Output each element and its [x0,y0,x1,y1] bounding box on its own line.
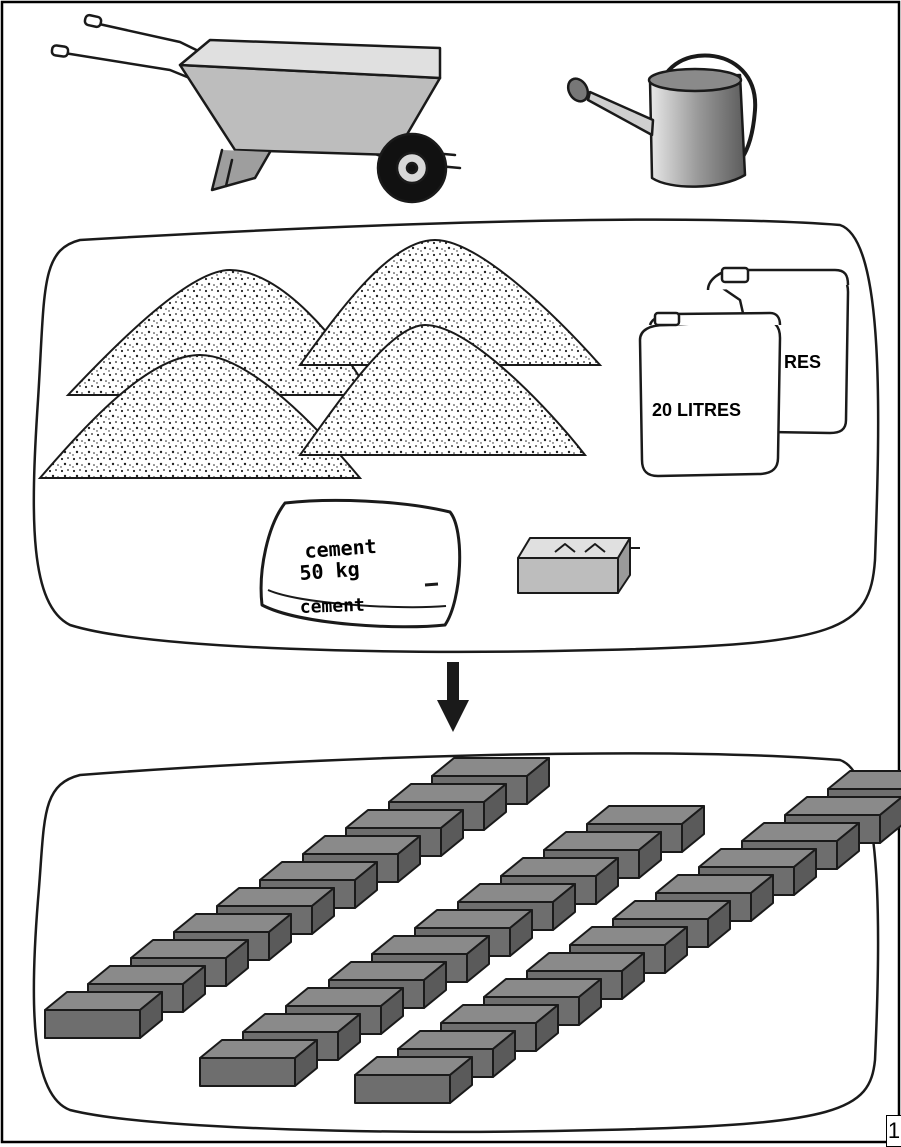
brick-icon [200,1040,317,1086]
brick-icon [355,1057,472,1103]
bricks-rows [45,758,901,1103]
brick-icon [45,992,162,1038]
sand-pile-icon [40,240,600,478]
watering-can-icon [564,55,755,186]
jerrycan-icon [640,268,848,476]
page-number: 1 [886,1115,901,1147]
cement-bag-bottom: cement [299,595,365,618]
jerrycan-front-label: 20 LITRES [652,400,741,420]
cement-bag-line2: 50 kg [299,557,361,585]
jerrycan-back-label: RES [784,352,821,372]
arrow-down-icon [437,662,469,732]
wheelbarrow-icon [51,14,460,202]
brick-mould-icon [518,538,640,593]
